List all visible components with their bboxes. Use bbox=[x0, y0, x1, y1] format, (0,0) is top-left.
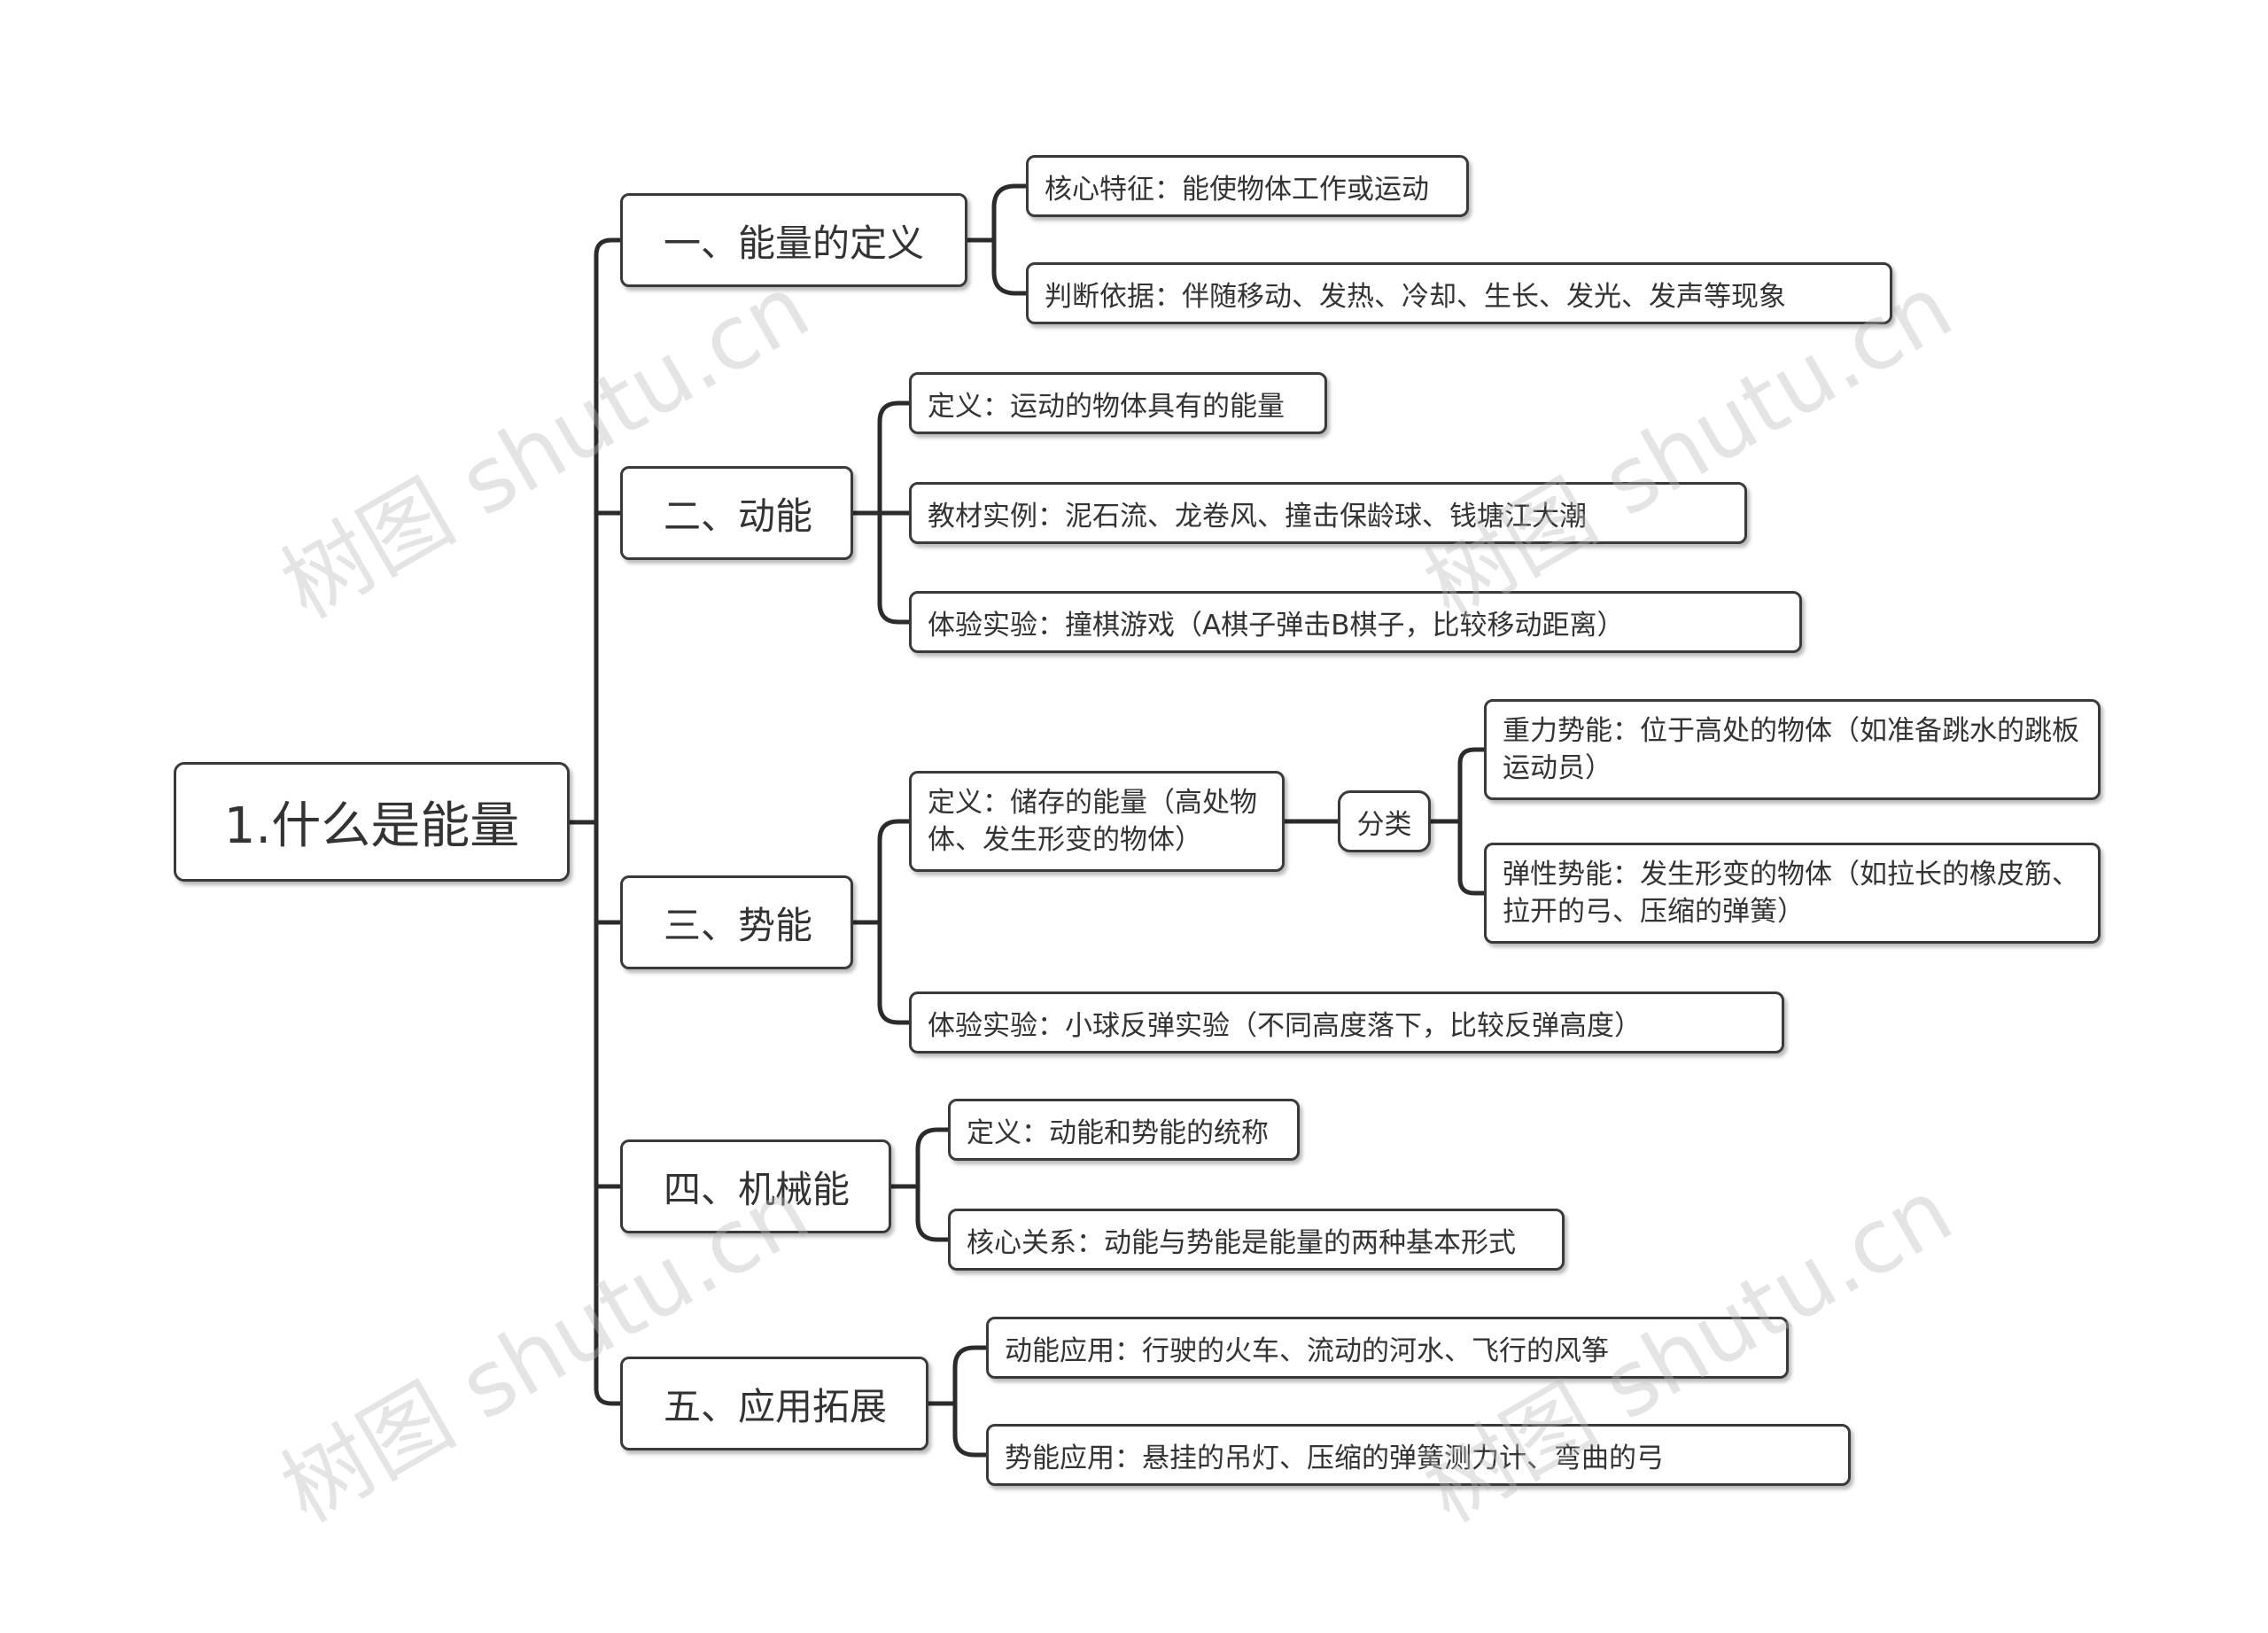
leaf-kinetic-experiment[interactable]: 体验实验：撞棋游戏（A棋子弹击B棋子，比较移动距离） bbox=[909, 591, 1802, 653]
connector-trunk bbox=[594, 237, 623, 1406]
root-topic[interactable]: 1.什么是能量 bbox=[174, 762, 570, 882]
branch-mechanical-energy[interactable]: 四、机械能 bbox=[620, 1139, 891, 1233]
connector-b3 bbox=[850, 819, 912, 1025]
connector-b5 bbox=[926, 1345, 989, 1458]
connector-b3-types bbox=[1428, 747, 1487, 896]
connector-b1 bbox=[965, 183, 1029, 296]
leaf-gravitational-potential[interactable]: 重力势能：位于高处的物体（如准备跳水的跳板运动员） bbox=[1484, 699, 2101, 800]
leaf-potential-definition[interactable]: 定义：储存的能量（高处物体、发生形变的物体） bbox=[909, 771, 1285, 872]
branch-applications[interactable]: 五、应用拓展 bbox=[620, 1357, 928, 1450]
leaf-elastic-potential[interactable]: 弹性势能：发生形变的物体（如拉长的橡皮筋、拉开的弓、压缩的弹簧） bbox=[1484, 843, 2101, 944]
leaf-kinetic-applications[interactable]: 动能应用：行驶的火车、流动的河水、飞行的风筝 bbox=[986, 1317, 1789, 1379]
leaf-core-feature[interactable]: 核心特征：能使物体工作或运动 bbox=[1026, 155, 1469, 217]
leaf-potential-applications[interactable]: 势能应用：悬挂的吊灯、压缩的弹簧测力计、弯曲的弓 bbox=[986, 1424, 1851, 1486]
leaf-kinetic-examples[interactable]: 教材实例：泥石流、龙卷风、撞击保龄球、钱塘江大潮 bbox=[909, 482, 1747, 544]
branch-potential-energy[interactable]: 三、势能 bbox=[620, 875, 853, 969]
leaf-potential-experiment[interactable]: 体验实验：小球反弹实验（不同高度落下，比较反弹高度） bbox=[909, 991, 1784, 1054]
leaf-mechanical-definition[interactable]: 定义：动能和势能的统称 bbox=[948, 1099, 1300, 1161]
leaf-mechanical-relation[interactable]: 核心关系：动能与势能是能量的两种基本形式 bbox=[948, 1209, 1565, 1271]
leaf-judgement-basis[interactable]: 判断依据：伴随移动、发热、冷却、生长、发光、发声等现象 bbox=[1026, 262, 1892, 324]
leaf-kinetic-definition[interactable]: 定义：运动的物体具有的能量 bbox=[909, 372, 1327, 434]
branch-energy-definition[interactable]: 一、能量的定义 bbox=[620, 193, 967, 287]
classification-hub[interactable]: 分类 bbox=[1338, 790, 1431, 852]
connector-b2 bbox=[850, 400, 912, 625]
connector-b4 bbox=[889, 1127, 951, 1242]
branch-kinetic-energy[interactable]: 二、动能 bbox=[620, 466, 853, 560]
